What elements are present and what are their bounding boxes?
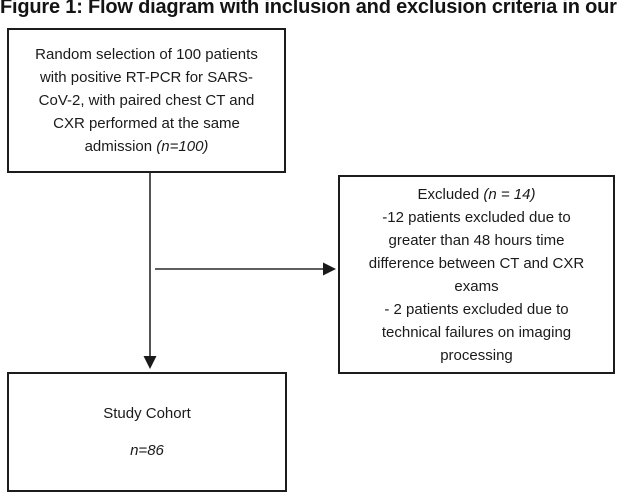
excluded-text-line: exams bbox=[454, 277, 499, 295]
study-cohort-box: Study Cohort n=86 bbox=[7, 372, 287, 492]
excluded-text-line: greater than 48 hours time bbox=[388, 231, 565, 249]
cohort-n-count: n=86 bbox=[130, 442, 164, 459]
excluded-title: Excluded bbox=[417, 185, 484, 203]
figure-title: Figure 1: Flow diagram with inclusion an… bbox=[0, 0, 617, 18]
inclusion-text-line: with positive RT-PCR for SARS- bbox=[39, 69, 254, 86]
arrow-right bbox=[155, 262, 336, 276]
excluded-title-line: Excluded (n = 14) bbox=[340, 183, 613, 206]
excluded-text-line: - 2 patients excluded due to bbox=[384, 300, 569, 318]
excluded-n-count: (n = 14) bbox=[483, 185, 536, 203]
inclusion-text-line: CoV-2, with paired chest CT and bbox=[38, 92, 255, 109]
arrow-down bbox=[143, 173, 157, 369]
inclusion-text-line: admission (n=100) bbox=[9, 135, 284, 158]
excluded-text-line: processing bbox=[440, 346, 513, 364]
inclusion-n-count: (n=100) bbox=[156, 138, 209, 155]
inclusion-text-line: Random selection of 100 patients bbox=[35, 46, 258, 63]
excluded-text-line: technical failures on imaging bbox=[381, 323, 572, 341]
cohort-title: Study Cohort bbox=[103, 405, 191, 422]
excluded-text-line: -12 patients excluded due to bbox=[382, 208, 571, 226]
inclusion-text-line: CXR performed at the same bbox=[53, 115, 240, 132]
excluded-text-line: difference between CT and CXR bbox=[368, 254, 585, 272]
excluded-box: Excluded (n = 14) -12 patients excluded … bbox=[338, 175, 615, 374]
inclusion-text: admission bbox=[84, 138, 157, 155]
inclusion-box: Random selection of 100 patients with po… bbox=[7, 28, 286, 173]
